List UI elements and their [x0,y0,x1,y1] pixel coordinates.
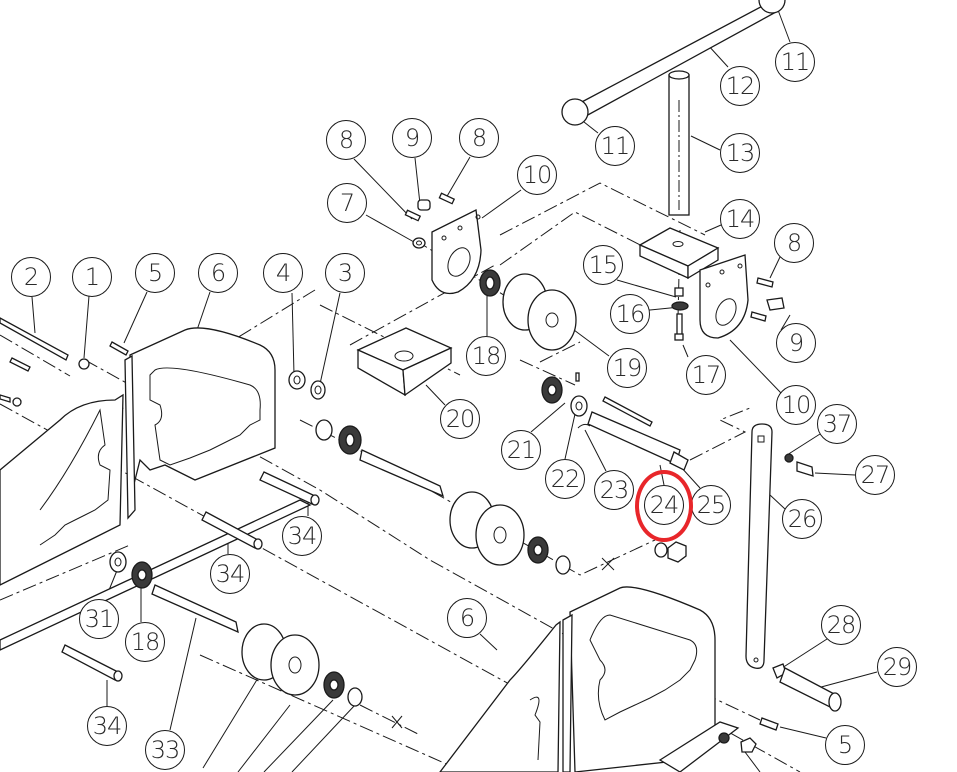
callout-5[interactable]: 5 [825,725,865,765]
callout-5[interactable]: 5 [135,253,175,293]
callout-11[interactable]: 11 [775,42,815,82]
middle-shaft-assembly [315,419,687,575]
callout-22[interactable]: 22 [545,459,585,499]
callout-17[interactable]: 17 [686,355,726,395]
callout-37[interactable]: 37 [817,404,857,444]
callout-18[interactable]: 18 [125,622,165,662]
handle-assembly [561,0,786,216]
callout-28[interactable]: 28 [821,605,861,645]
callout-10[interactable]: 10 [776,385,816,425]
callout-6[interactable]: 6 [198,253,238,293]
bolts-left [0,317,129,407]
callout-34[interactable]: 34 [87,706,127,746]
pulley-19 [479,269,577,351]
block-14 [638,227,720,280]
nut-washer-3-4 [288,370,326,400]
lever-26 [745,423,842,712]
left-frame [0,327,312,651]
shaft-25-assembly [541,372,689,471]
callout-14[interactable]: 14 [720,199,760,239]
callout-18[interactable]: 18 [466,336,506,376]
callout-26[interactable]: 26 [782,499,822,539]
callout-13[interactable]: 13 [720,133,760,173]
callout-34[interactable]: 34 [210,554,250,594]
callout-8[interactable]: 8 [459,118,499,158]
callout-8[interactable]: 8 [326,120,366,160]
callout-3[interactable]: 3 [325,253,365,293]
leader-lines [31,9,878,772]
callout-4[interactable]: 4 [263,253,303,293]
right-frame-lower [439,586,779,772]
callout-20[interactable]: 20 [440,399,480,439]
block-20 [356,327,453,397]
callout-23[interactable]: 23 [594,470,634,510]
callout-21[interactable]: 21 [501,430,541,470]
fasteners-15-16-17 [671,287,689,341]
bracket-10-right [699,254,785,339]
callout-29[interactable]: 29 [877,647,917,687]
callout-16[interactable]: 16 [610,294,650,334]
callout-31[interactable]: 31 [79,599,119,639]
callout-34[interactable]: 34 [282,516,322,556]
callout-24[interactable]: 24 [644,485,684,525]
lower-shaft-assembly [109,551,363,707]
callout-1[interactable]: 1 [72,257,112,297]
callout-33[interactable]: 33 [145,730,185,770]
callout-15[interactable]: 15 [583,245,623,285]
callout-19[interactable]: 19 [607,348,647,388]
callout-9[interactable]: 9 [392,118,432,158]
callout-2[interactable]: 2 [11,257,51,297]
callout-25[interactable]: 25 [691,485,731,525]
callout-8[interactable]: 8 [774,223,814,263]
callout-10[interactable]: 10 [517,155,557,195]
spacers-34 [61,471,320,682]
callout-7[interactable]: 7 [327,183,367,223]
callout-9[interactable]: 9 [776,323,816,363]
callout-12[interactable]: 12 [720,66,760,106]
x-marks [391,557,615,729]
callout-6[interactable]: 6 [447,598,487,638]
bracket-10-left [404,192,482,295]
callout-27[interactable]: 27 [855,455,895,495]
callout-11[interactable]: 11 [595,126,635,166]
